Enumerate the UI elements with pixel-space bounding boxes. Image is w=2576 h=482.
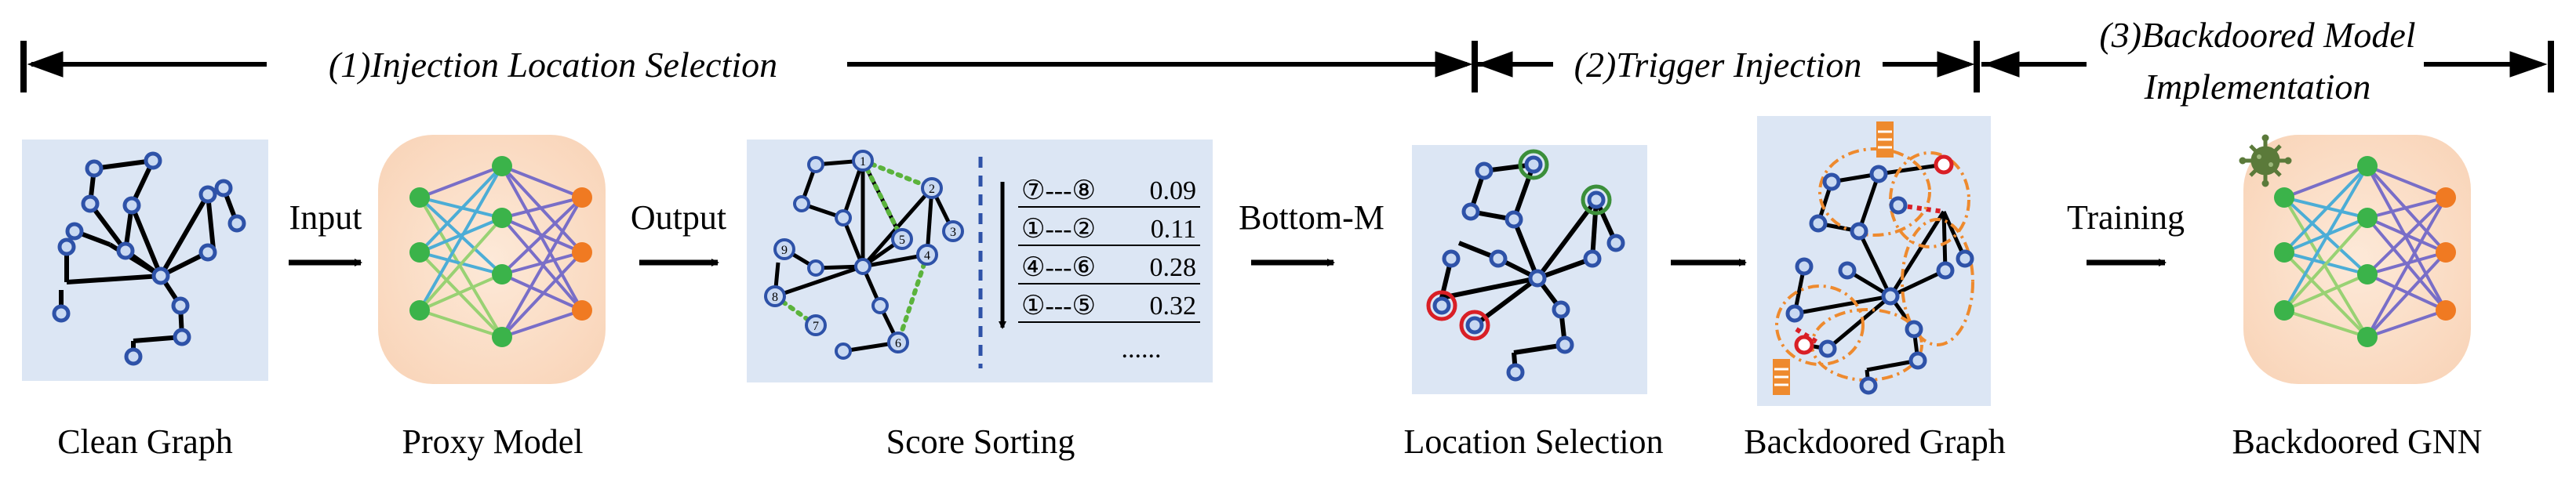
score-row-1-value: 0.09: [1150, 176, 1197, 205]
location-graph-nodes: [1432, 155, 1625, 382]
score-row-2-value: 0.11: [1151, 215, 1196, 244]
stage-3-title-line2: Implementation: [2144, 67, 2371, 107]
bottom-m-arrow-label: Bottom-M: [1239, 198, 1384, 237]
score-sorting-label: Score Sorting: [886, 422, 1075, 461]
stage-1-bracket: [20, 41, 1478, 92]
score-row-4-pair: ①---⑤: [1021, 292, 1096, 321]
backdoored-gnn-nodes: [2274, 156, 2456, 347]
trigger-icon-bottom: [1773, 359, 1790, 395]
score-graph-node-numbers: 1 2 3 4 5 6 7 8 9: [772, 155, 956, 350]
score-row-3-pair: ④---⑥: [1021, 253, 1096, 282]
score-row-1-pair: ⑦---⑧: [1021, 176, 1096, 205]
node-number-3: 3: [950, 226, 956, 239]
node-number-5: 5: [899, 234, 905, 247]
backdoored-gnn-label: Backdoored GNN: [2232, 422, 2483, 461]
backdoored-graph-nodes: [1785, 165, 1974, 395]
stage-3-bracket: [1981, 41, 2554, 92]
node-number-9: 9: [781, 244, 788, 257]
output-arrow-label: Output: [631, 198, 726, 237]
score-row-3-value: 0.28: [1150, 253, 1197, 282]
stage-2-title: (2)Trigger Injection: [1574, 45, 1862, 85]
virus-icon: [2239, 134, 2292, 187]
clean-graph-nodes: [52, 151, 246, 366]
stage-2-bracket: [1475, 41, 1980, 92]
node-number-6: 6: [895, 337, 901, 350]
location-selection-label: Location Selection: [1403, 422, 1663, 461]
score-ellipsis: ......: [1122, 335, 1162, 364]
node-number-4: 4: [924, 249, 930, 263]
backdoored-gnn-edges: [2283, 165, 2447, 339]
input-arrow-label: Input: [289, 198, 362, 237]
backdoored-graph-label: Backdoored Graph: [1744, 422, 2006, 461]
node-number-8: 8: [772, 291, 778, 304]
proxy-model-edges: [418, 165, 584, 339]
node-number-7: 7: [813, 320, 819, 333]
stage-3-title-line1: (3)Backdoored Model: [2099, 15, 2415, 55]
proxy-model-panel: [378, 135, 606, 384]
proxy-model-label: Proxy Model: [402, 422, 584, 461]
trigger-icon-top: [1876, 121, 1894, 158]
proxy-model-nodes: [409, 156, 592, 347]
node-number-1: 1: [860, 155, 866, 169]
score-table: ⑦---⑧ 0.09 ①---② 0.11 ④---⑥ 0.28 ①---⑤ 0…: [1018, 176, 1200, 364]
selected-locations-green: [1518, 149, 1612, 216]
node-number-2: 2: [929, 183, 935, 196]
clean-graph-label: Clean Graph: [57, 422, 233, 461]
location-selection-panel: [1412, 145, 1647, 394]
stage-1-title: (1)Injection Location Selection: [329, 45, 777, 85]
score-graph-nodes: [764, 150, 964, 360]
selected-locations-red: [1426, 290, 1490, 341]
score-row-4-value: 0.32: [1150, 292, 1197, 321]
score-row-2-pair: ①---②: [1021, 215, 1096, 244]
training-arrow-label: Training: [2067, 198, 2185, 237]
trigger-nodes-red: [1794, 154, 1954, 355]
